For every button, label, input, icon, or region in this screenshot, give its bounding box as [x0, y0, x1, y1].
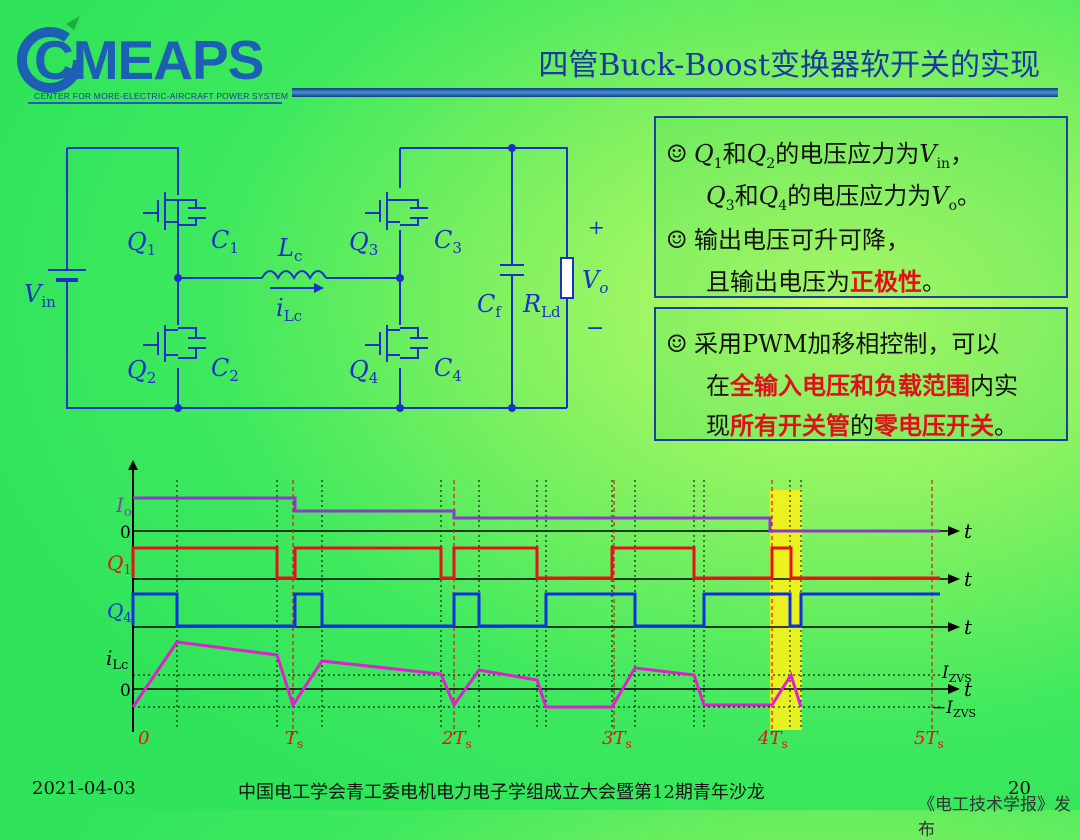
slide-header: CMEAPS CENTER FOR MORE-ELECTRIC-AIRCRAFT… [0, 0, 1080, 108]
label-minus: − [586, 316, 604, 341]
label-c4: C4 [434, 354, 462, 385]
label-ilc: iLc [276, 294, 302, 325]
note2-line2: 在全输入电压和负载范围内实 [706, 371, 1018, 400]
logo-leaf-icon [66, 16, 80, 30]
zero-bottom-label: 0 [120, 681, 131, 701]
label-q1: Q1 [127, 228, 156, 259]
io-trace [133, 496, 940, 533]
note1-line2: Q3和Q4的电压应力为Vo。 [706, 182, 981, 214]
label-q4: Q4 [349, 356, 378, 387]
label-c2: C2 [211, 354, 239, 385]
tick-3: 3Ts [602, 728, 632, 751]
footer-date: 2021-04-03 [32, 778, 136, 799]
izvs-pos-label: IZVS [941, 663, 972, 685]
zero-top-label: 0 [120, 523, 131, 543]
time-axes [133, 530, 952, 690]
t-label-1: t [964, 519, 973, 543]
title-underline [292, 88, 1058, 97]
period-lines [292, 480, 933, 735]
logo-mark [17, 16, 83, 93]
ilc-label: iLc [106, 646, 128, 673]
label-c1: C1 [211, 226, 239, 257]
page-number: 20 [1008, 778, 1031, 799]
label-c3: C3 [434, 226, 462, 257]
note1-line3: ☺输出电压可升可降， [666, 226, 910, 254]
tick-0: 0 [138, 728, 149, 749]
q1-label: Q1 [107, 551, 132, 578]
logo-underline [28, 102, 282, 104]
tick-4: 4Ts [757, 728, 788, 751]
smiley-icon: ☺ [666, 140, 688, 168]
q4-trace [131, 592, 940, 628]
label-vin: Vin [24, 280, 56, 311]
logo-subtitle: CENTER FOR MORE-ELECTRIC-AIRCRAFT POWER … [34, 91, 289, 101]
note-box-2 [654, 307, 1068, 441]
slide-title: 四管Buck-Boost变换器软开关的实现 [538, 48, 1040, 83]
note2-line3: 现所有开关管的零电压开关。 [706, 411, 1018, 440]
watermark: 《电工技术学报》发布 [918, 795, 1071, 840]
logo-text: CMEAPS [34, 29, 264, 91]
q4-label: Q4 [107, 599, 132, 626]
label-q2: Q2 [127, 356, 156, 387]
t-label-2: t [964, 567, 973, 591]
note-box-1 [654, 116, 1068, 298]
label-cf: Cf [477, 290, 502, 321]
waveform-diagram: Io Q1 Q4 iLc 0 0 t t t t IZVS −IZVS 0 Ts… [106, 460, 976, 751]
tick-5: 5Ts [914, 728, 944, 751]
label-lc: Lc [277, 234, 302, 265]
izvs-neg-label: −IZVS [932, 698, 976, 720]
io-label: Io [115, 493, 132, 520]
label-vo: Vo [582, 266, 608, 297]
note1-line4: 且输出电压为正极性。 [706, 267, 946, 296]
smiley-icon: ☺ [666, 330, 688, 358]
footer-event: 中国电工学会青工委电机电力电子学组成立大会暨第12期青年沙龙 [238, 782, 765, 803]
t-label-3: t [964, 615, 973, 639]
t-label-4: t [964, 677, 973, 701]
smiley-icon: ☺ [666, 226, 688, 254]
logo-gear-icon [17, 27, 83, 93]
ilc-trace [131, 640, 803, 709]
note1-line1: ☺Q1和Q2的电压应力为Vin， [666, 140, 975, 172]
label-plus: + [588, 215, 605, 239]
label-q3: Q3 [349, 228, 378, 259]
note2-line1: ☺采用PWM加移相控制，可以 [666, 330, 1000, 358]
tick-2: 2Ts [441, 728, 472, 751]
circuit-diagram: Vin Q1 C1 Q2 C2 Lc iLc Q3 C3 Q4 C4 Cf RL… [24, 144, 608, 412]
q1-trace [131, 546, 940, 580]
tick-1: Ts [285, 728, 303, 751]
label-rld: RLd [522, 290, 561, 321]
